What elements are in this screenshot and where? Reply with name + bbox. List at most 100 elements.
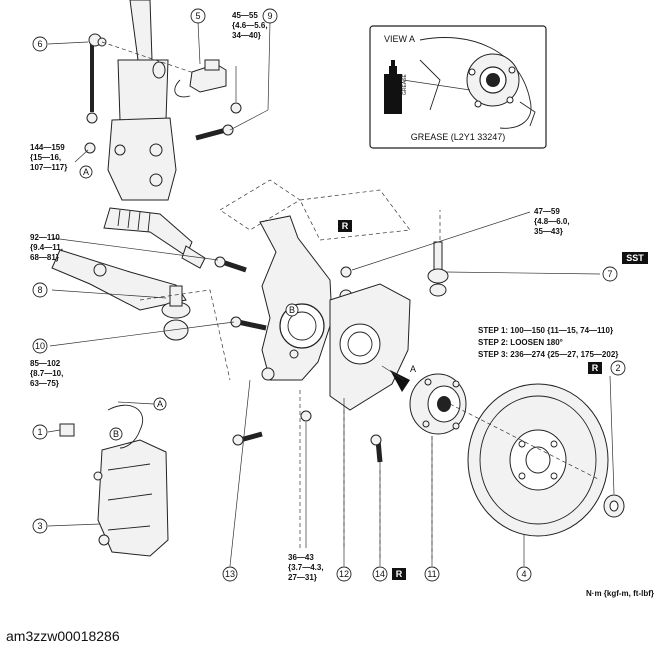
svg-text:12: 12: [339, 569, 349, 579]
callout-14: 14: [372, 566, 388, 582]
callout-6: 6: [32, 36, 48, 52]
svg-text:68—81}: 68—81}: [30, 253, 59, 262]
replace-badge-2: R: [588, 362, 602, 374]
hub-nut: [603, 494, 625, 518]
svg-text:11: 11: [427, 569, 436, 579]
svg-text:R: R: [342, 221, 349, 231]
knuckle-lower-bolt: [230, 316, 267, 331]
step-3: STEP 3: 236—274 {25—27, 175—202}: [478, 350, 618, 359]
step-1: STEP 1: 100—150 {11—15, 74—110}: [478, 326, 613, 335]
marker-a-strut: A: [79, 165, 93, 179]
svg-text:B: B: [113, 429, 119, 439]
torque-36-43: 36—43 {3.7—4.3, 27—31}: [288, 553, 324, 582]
callout-8: 8: [32, 282, 48, 298]
svg-text:{8.7—10,: {8.7—10,: [30, 369, 63, 378]
svg-text:9: 9: [267, 11, 272, 21]
svg-text:5: 5: [195, 11, 200, 21]
svg-text:{4.8—6.0,: {4.8—6.0,: [534, 217, 570, 226]
knuckle-bolt: [195, 124, 234, 141]
svg-text:4: 4: [521, 569, 526, 579]
svg-text:36—43: 36—43: [288, 553, 314, 562]
svg-text:34—40}: 34—40}: [232, 31, 261, 40]
svg-text:8: 8: [37, 285, 42, 295]
callout-2: 2: [610, 360, 626, 376]
svg-text:A: A: [83, 167, 89, 177]
abs-sensor: [174, 59, 227, 98]
svg-text:7: 7: [607, 269, 612, 279]
callout-11: 11: [424, 566, 440, 582]
callout-13: 13: [222, 566, 238, 582]
svg-text:13: 13: [225, 569, 235, 579]
svg-text:{15—16,: {15—16,: [30, 153, 61, 162]
marker-a-wire: A: [153, 397, 167, 411]
units-label: N·m {kgf-m, ft-lbf}: [586, 589, 654, 598]
svg-text:45—55: 45—55: [232, 11, 258, 20]
document-id: am3zzw00018286: [6, 628, 120, 644]
direction-arrow: [390, 370, 410, 392]
callout-1: 1: [32, 424, 48, 440]
replace-badge-3: R: [392, 568, 406, 580]
view-a-inset: VIEW A GREASE GREASE (L2Y1 33247): [369, 25, 547, 149]
svg-text:107—117}: 107—117}: [30, 163, 67, 172]
svg-text:{9.4—11,: {9.4—11,: [30, 243, 63, 252]
svg-text:R: R: [396, 569, 403, 579]
svg-text:2: 2: [615, 363, 620, 373]
strut-assembly: [107, 0, 177, 201]
callout-7: 7: [602, 266, 618, 282]
lower-nut: [300, 410, 312, 422]
svg-text:10: 10: [35, 341, 45, 351]
marker-b-knuckle: B: [285, 303, 299, 317]
torque-47-59: 47—59 {4.8—6.0, 35—43}: [534, 207, 570, 236]
svg-text:27—31}: 27—31}: [288, 573, 317, 582]
tie-rod-nut: [340, 266, 352, 278]
svg-text:1: 1: [37, 427, 42, 437]
svg-text:B: B: [289, 305, 295, 315]
callout-4: 4: [516, 566, 532, 582]
tie-rod-end: [427, 241, 449, 297]
svg-text:SST: SST: [626, 253, 644, 263]
wheel-hub: [409, 373, 467, 435]
view-a-title: VIEW A: [384, 34, 415, 44]
replace-badge-1: R: [338, 220, 352, 232]
svg-text:A: A: [157, 399, 163, 409]
step-2: STEP 2: LOOSEN 180°: [478, 338, 563, 347]
svg-text:35—43}: 35—43}: [534, 227, 563, 236]
nut: [230, 102, 242, 114]
steering-knuckle: [259, 215, 333, 381]
callout-5: 5: [190, 8, 206, 24]
ball-joint: [161, 285, 191, 341]
caliper-bolt: [232, 431, 263, 446]
svg-text:85—102: 85—102: [30, 359, 61, 368]
svg-text:92—110: 92—110: [30, 233, 60, 242]
svg-text:63—75}: 63—75}: [30, 379, 59, 388]
svg-text:144—159: 144—159: [30, 143, 65, 152]
svg-text:6: 6: [37, 39, 42, 49]
brake-disc: [467, 383, 609, 537]
svg-text:R: R: [592, 363, 599, 373]
svg-text:{3.7—4.3,: {3.7—4.3,: [288, 563, 324, 572]
torque-45-55: 45—55 {4.6—5.6, 34—40}: [232, 11, 268, 40]
abs-wire: [107, 404, 143, 449]
grease-tube-icon: GREASE: [384, 60, 408, 114]
torque-92-110: 92—110 {9.4—11, 68—81}: [30, 233, 63, 262]
stabilizer-link: [86, 33, 107, 124]
grease-tube-label: GREASE: [402, 73, 408, 95]
drive-shaft: [103, 207, 206, 269]
svg-text:14: 14: [375, 569, 385, 579]
grease-label: GREASE (L2Y1 33247): [411, 132, 506, 142]
svg-text:47—59: 47—59: [534, 207, 560, 216]
torque-85-102: 85—102 {8.7—10, 63—75}: [30, 359, 63, 388]
svg-text:{4.6—5.6,: {4.6—5.6,: [232, 21, 268, 30]
dust-shield: [329, 283, 411, 411]
sst-badge: SST: [622, 252, 648, 264]
marker-a-hub: A: [410, 364, 416, 374]
svg-text:3: 3: [37, 521, 42, 531]
callout-12: 12: [336, 566, 352, 582]
callout-3: 3: [32, 518, 48, 534]
callout-9: 9: [262, 8, 278, 24]
tightening-steps: STEP 1: 100—150 {11—15, 74—110} STEP 2: …: [478, 326, 618, 359]
hub-bolt: [370, 434, 383, 463]
marker-b-wire: B: [109, 427, 123, 441]
callout-10: 10: [32, 338, 48, 354]
